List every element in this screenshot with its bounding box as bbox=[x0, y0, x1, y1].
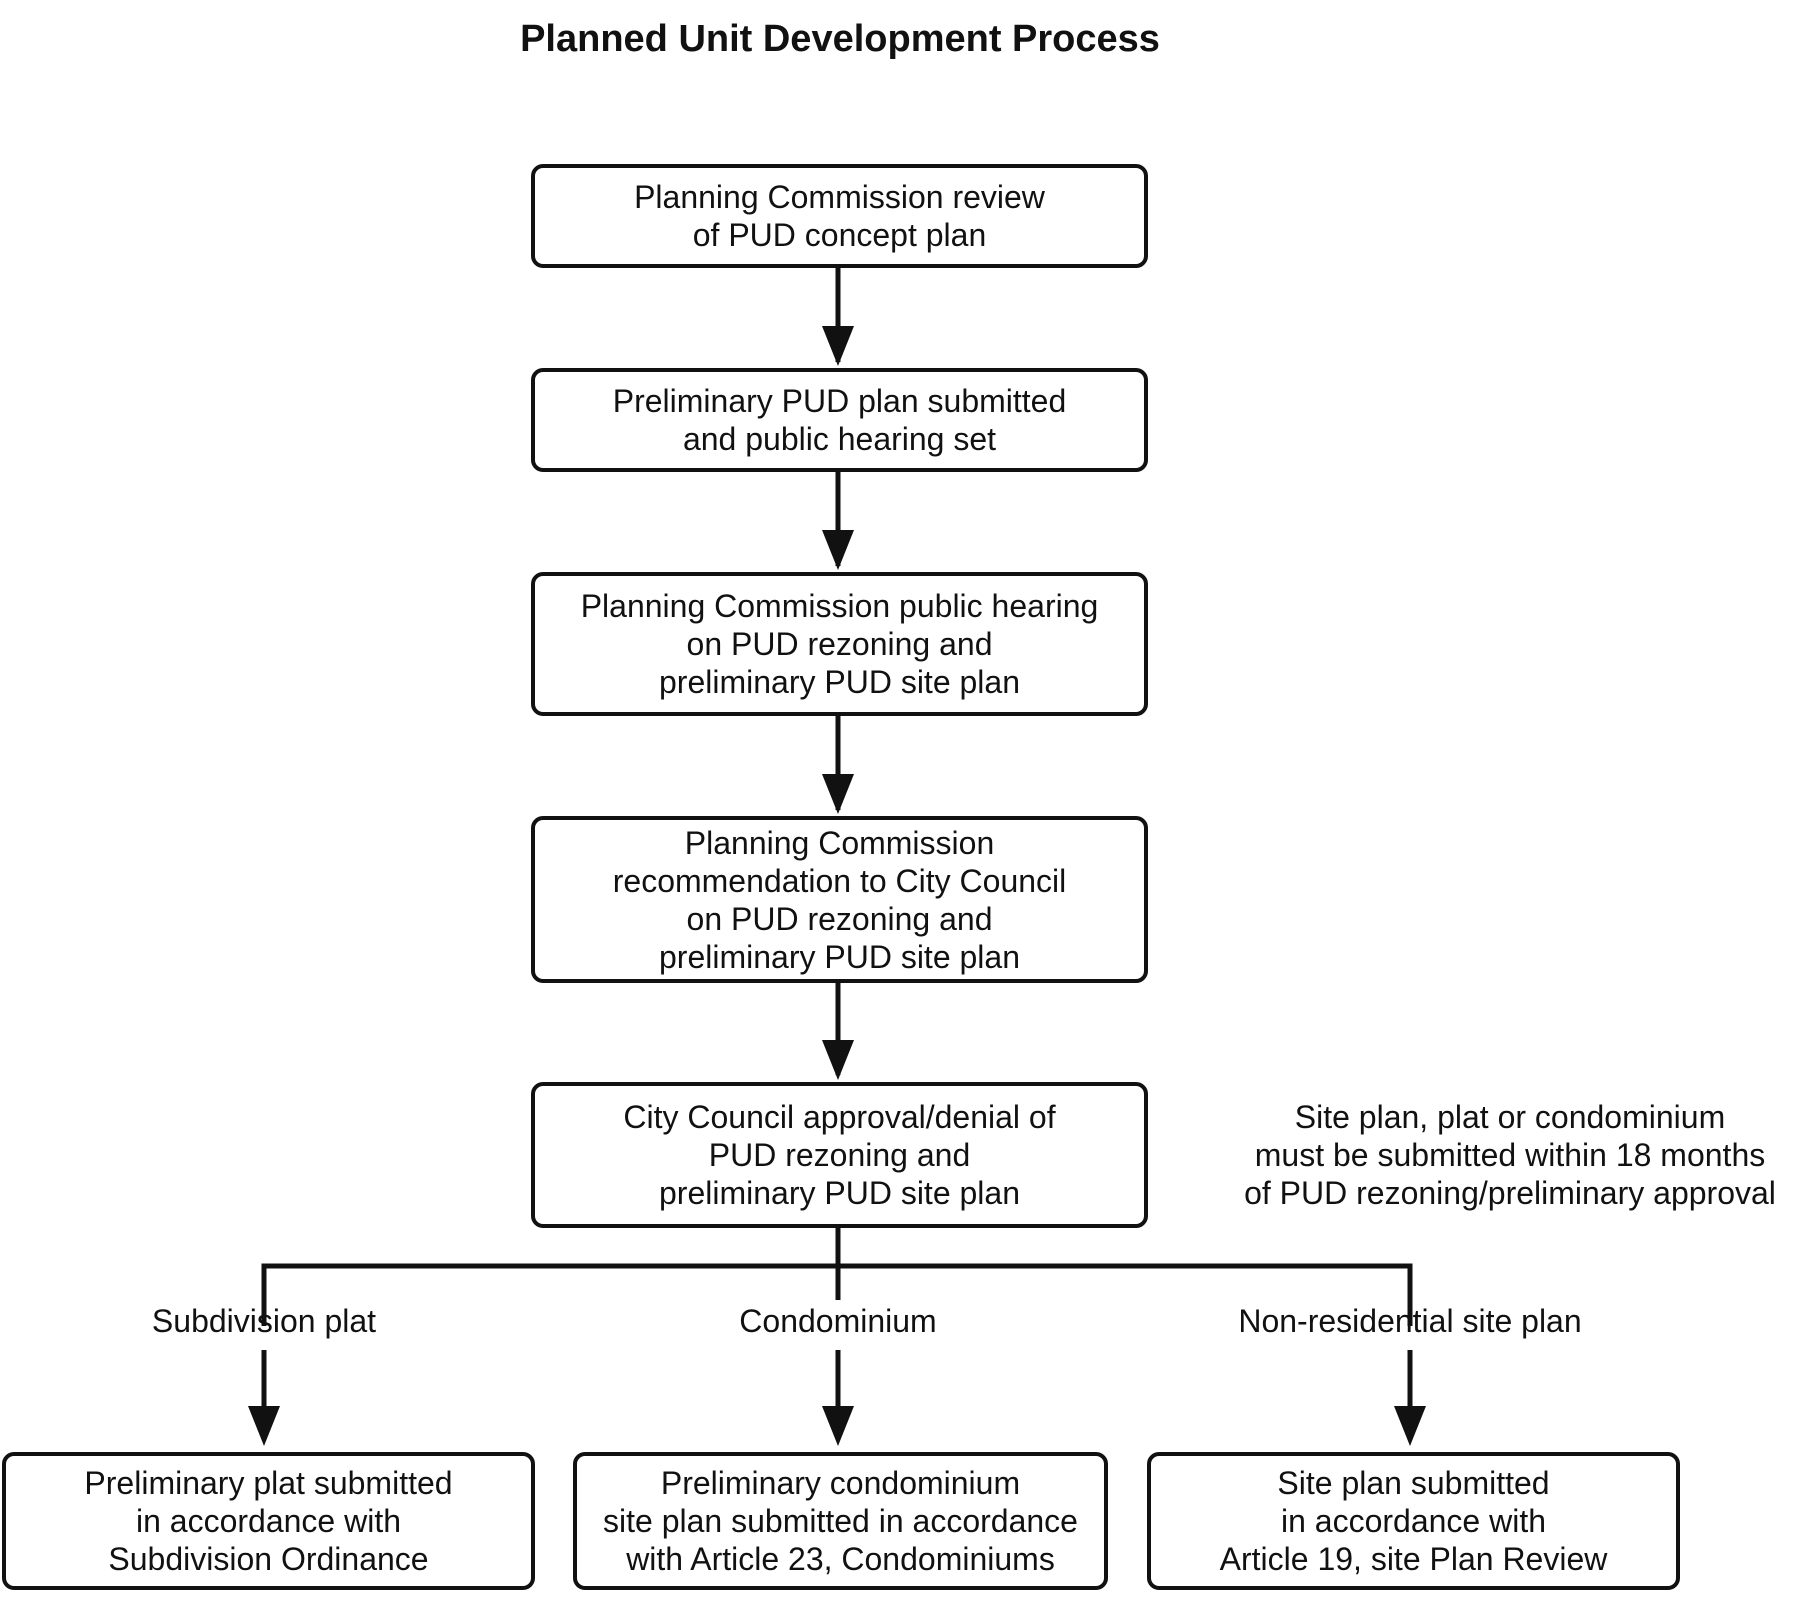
step-line: on PUD rezoning and bbox=[686, 900, 993, 937]
arrowhead-6 bbox=[822, 1406, 854, 1446]
outcome-line: in accordance with bbox=[1280, 1503, 1547, 1539]
arrowhead-3 bbox=[822, 774, 854, 814]
outcome-line: with Article 23, Condominiums bbox=[626, 1541, 1055, 1577]
arrowhead-7 bbox=[1394, 1406, 1426, 1446]
arrowhead-2 bbox=[822, 530, 854, 570]
step-line: and public hearing set bbox=[682, 421, 997, 457]
outcome-line: Subdivision Ordinance bbox=[108, 1541, 429, 1577]
outcome-site-plan-review: Site plan submitted in accordance with A… bbox=[1147, 1452, 1680, 1590]
outcome-line: Preliminary condominium bbox=[660, 1465, 1021, 1501]
branch-label-subdivision: Subdivision plat bbox=[151, 1303, 377, 1339]
arrowhead-5 bbox=[248, 1406, 280, 1446]
outcome-line: Preliminary plat submitted bbox=[84, 1465, 453, 1501]
note-line: of PUD rezoning/preliminary approval bbox=[1244, 1175, 1776, 1211]
branch-label-condominium: Condominium bbox=[739, 1303, 937, 1339]
step-concept-review: Planning Commission review of PUD concep… bbox=[531, 164, 1148, 268]
outcome-line: Article 19, site Plan Review bbox=[1219, 1541, 1608, 1577]
step-line: recommendation to City Council bbox=[612, 862, 1067, 899]
arrowhead-1 bbox=[822, 326, 854, 366]
step-council-decision: City Council approval/denial of PUD rezo… bbox=[531, 1082, 1148, 1228]
step-line: preliminary PUD site plan bbox=[658, 1175, 1020, 1211]
branch-label-site-plan: Non-residential site plan bbox=[1238, 1303, 1582, 1339]
diagram-title: Planned Unit Development Process bbox=[520, 18, 1160, 60]
step-line: Planning Commission public hearing bbox=[580, 588, 1099, 624]
step-line: on PUD rezoning and bbox=[686, 626, 993, 662]
step-commission-recommendation: Planning Commission recommendation to Ci… bbox=[531, 816, 1148, 983]
submission-deadline-note: Site plan, plat or condominium must be s… bbox=[1230, 1098, 1790, 1212]
step-line: preliminary PUD site plan bbox=[658, 938, 1020, 975]
step-preliminary-submitted: Preliminary PUD plan submitted and publi… bbox=[531, 368, 1148, 472]
arrowhead-4 bbox=[822, 1040, 854, 1080]
outcome-condominium-site-plan: Preliminary condominium site plan submit… bbox=[573, 1452, 1108, 1590]
step-line: City Council approval/denial of bbox=[623, 1099, 1056, 1135]
note-line: Site plan, plat or condominium bbox=[1294, 1099, 1726, 1135]
step-public-hearing: Planning Commission public hearing on PU… bbox=[531, 572, 1148, 716]
step-line: Planning Commission review bbox=[634, 179, 1045, 215]
outcome-preliminary-plat: Preliminary plat submitted in accordance… bbox=[2, 1452, 535, 1590]
step-line: Planning Commission bbox=[684, 824, 995, 861]
outcome-line: site plan submitted in accordance bbox=[603, 1503, 1078, 1539]
step-line: Preliminary PUD plan submitted bbox=[612, 383, 1067, 419]
step-line: PUD rezoning and bbox=[708, 1137, 971, 1173]
note-line: must be submitted within 18 months bbox=[1254, 1137, 1766, 1173]
step-line: of PUD concept plan bbox=[692, 217, 987, 253]
outcome-line: in accordance with bbox=[135, 1503, 402, 1539]
outcome-line: Site plan submitted bbox=[1277, 1465, 1550, 1501]
step-line: preliminary PUD site plan bbox=[658, 664, 1020, 700]
